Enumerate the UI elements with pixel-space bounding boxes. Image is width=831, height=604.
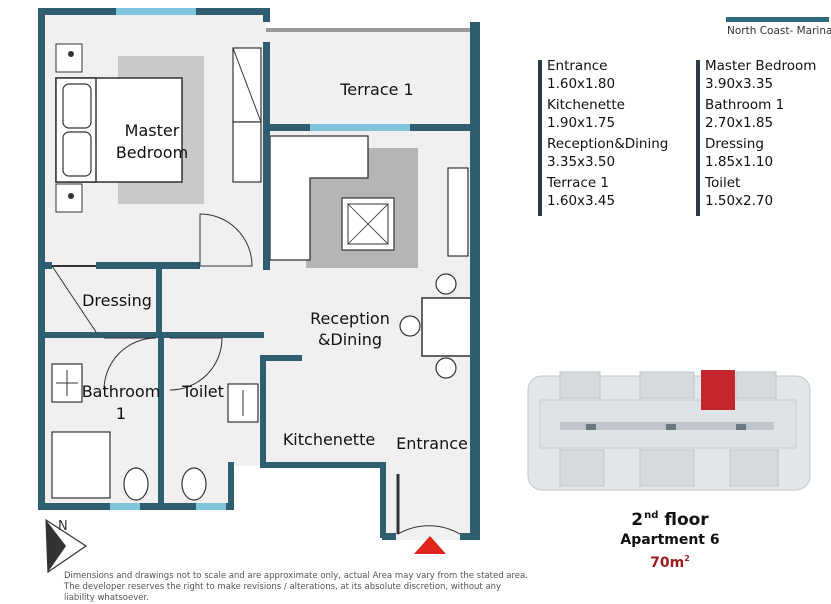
doors — [51, 213, 461, 535]
svg-text:N: N — [58, 519, 68, 534]
bathroom-fixtures — [51, 363, 259, 501]
legend-item-name: Dressing — [705, 136, 764, 152]
reception-label-line2: &Dining — [318, 330, 382, 349]
legend-item-dims: 1.90x1.75 — [547, 114, 616, 131]
disclaimer: Dimensions and drawings not to scale and… — [64, 571, 534, 604]
legend-divider-right — [696, 60, 700, 216]
outside-notch — [232, 466, 386, 540]
floor-suffix: nd — [644, 510, 659, 521]
dressing-label: Dressing — [82, 291, 152, 310]
brand-bar — [726, 17, 829, 22]
legend-item-name: Toilet — [705, 175, 741, 191]
disclaimer-line1: Dimensions and drawings not to scale and… — [64, 571, 528, 581]
legend-item-name: Kitchenette — [547, 97, 625, 113]
north-compass-icon: N — [45, 518, 88, 574]
terrace-label: Terrace 1 — [339, 80, 413, 99]
bed — [55, 43, 204, 213]
bathroom-label-line2: 1 — [116, 404, 126, 423]
building-key-plan — [527, 370, 811, 491]
floor-word: floor — [664, 510, 709, 530]
sofa-set — [269, 135, 469, 268]
area-label: 70m2 — [560, 554, 780, 571]
floor-number: 2 — [631, 510, 644, 530]
brand-name: North Coast- Marina — [727, 25, 831, 37]
bathroom-label-line1: Bathroom — [82, 382, 161, 401]
kitchenette-label: Kitchenette — [283, 430, 375, 449]
disclaimer-line2: The developer reserves the right to make… — [64, 582, 502, 603]
entrance-arrow-icon — [414, 536, 446, 554]
apartment-label: Apartment 6 — [620, 532, 720, 548]
legend-item-name: Terrace 1 — [547, 175, 610, 191]
area-sup: 2 — [684, 554, 690, 563]
legend-item-name: Reception&Dining — [547, 136, 669, 152]
terrace-rail — [266, 28, 476, 32]
windows — [110, 8, 410, 510]
area-value: 70m — [650, 555, 685, 571]
legend-item-dims: 3.90x3.35 — [705, 75, 774, 92]
legend-item-dims: 1.60x1.80 — [547, 75, 616, 92]
floor-title: 2nd floor — [560, 510, 780, 530]
legend-item-dims: 1.60x3.45 — [547, 192, 616, 209]
legend-item-dims: 1.50x2.70 — [705, 192, 774, 209]
legend-item-name: Bathroom 1 — [705, 97, 785, 113]
legend-divider-left — [538, 60, 542, 216]
wardrobe — [232, 47, 262, 183]
terrace-floor — [266, 28, 476, 128]
toilet-label: Toilet — [181, 382, 224, 401]
legend-item-dims: 2.70x1.85 — [705, 114, 774, 131]
legend-item-name: Entrance — [547, 58, 608, 74]
legend-item-name: Master Bedroom — [705, 58, 817, 74]
legend-item-dims: 1.85x1.10 — [705, 153, 774, 170]
floor-info: 2nd floor Apartment 6 70m2 — [560, 510, 780, 571]
reception-label-line1: Reception — [310, 309, 390, 328]
legend-item-dims: 3.35x3.50 — [547, 153, 616, 170]
master-bedroom-label-line2: Bedroom — [116, 143, 188, 162]
master-bedroom-label-line1: Master — [125, 121, 180, 140]
entrance-label: Entrance — [396, 434, 468, 453]
